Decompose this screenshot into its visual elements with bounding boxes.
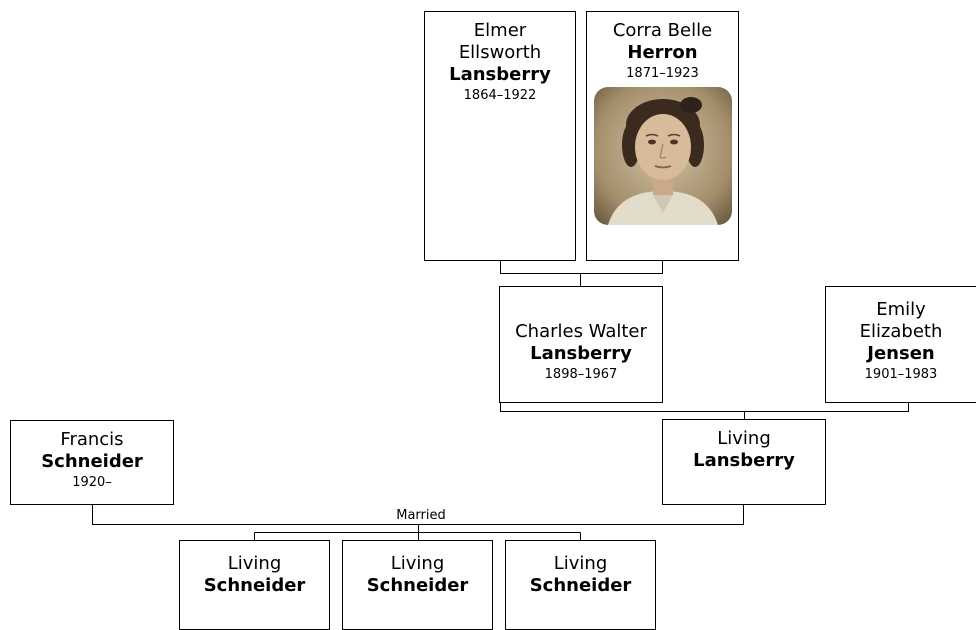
connector-charles-emily: [500, 402, 909, 412]
person-box-elmer-lansberry[interactable]: Elmer Ellsworth Lansberry 1864–1922: [424, 11, 576, 261]
given-name: Elmer Ellsworth: [458, 20, 542, 63]
surname: Schneider: [41, 451, 143, 472]
given-name: Living: [553, 553, 608, 574]
person-box-corra-herron[interactable]: Corra Belle Herron 1871–1923: [586, 11, 739, 261]
person-box-child-1[interactable]: Living Schneider: [179, 540, 330, 630]
life-dates: 1871–1923: [626, 66, 699, 81]
surname: Schneider: [529, 575, 632, 596]
life-dates: 1864–1922: [463, 88, 537, 103]
surname: Schneider: [203, 575, 306, 596]
given-name: Living: [227, 553, 282, 574]
surname: Schneider: [366, 575, 469, 596]
given-name: Corra Belle: [612, 20, 713, 41]
person-box-francis-schneider[interactable]: Francis Schneider 1920–: [10, 420, 174, 505]
surname: Lansberry: [530, 343, 632, 364]
person-box-living-lansberry[interactable]: Living Lansberry: [662, 419, 826, 505]
person-box-child-2[interactable]: Living Schneider: [342, 540, 493, 630]
given-name: Living: [390, 553, 445, 574]
person-box-child-3[interactable]: Living Schneider: [505, 540, 656, 630]
given-name: Emily Elizabeth: [859, 299, 943, 342]
person-box-emily-jensen[interactable]: Emily Elizabeth Jensen 1901–1983: [825, 286, 976, 403]
surname: Jensen: [867, 343, 935, 364]
portrait-photo: [593, 87, 732, 225]
person-box-charles-lansberry[interactable]: Charles Walter Lansberry 1898–1967: [499, 286, 663, 403]
given-name: Living: [717, 428, 771, 449]
relationship-label: Married: [376, 508, 466, 524]
life-dates: 1920–: [72, 475, 112, 490]
given-name: Charles Walter: [515, 321, 647, 342]
surname: Lansberry: [693, 450, 795, 471]
life-dates: 1901–1983: [864, 367, 938, 382]
surname: Lansberry: [449, 64, 551, 85]
given-name: Francis: [60, 429, 124, 450]
connector-elmer-corra: [500, 260, 663, 274]
surname: Herron: [627, 42, 698, 63]
life-dates: 1898–1967: [544, 367, 618, 382]
